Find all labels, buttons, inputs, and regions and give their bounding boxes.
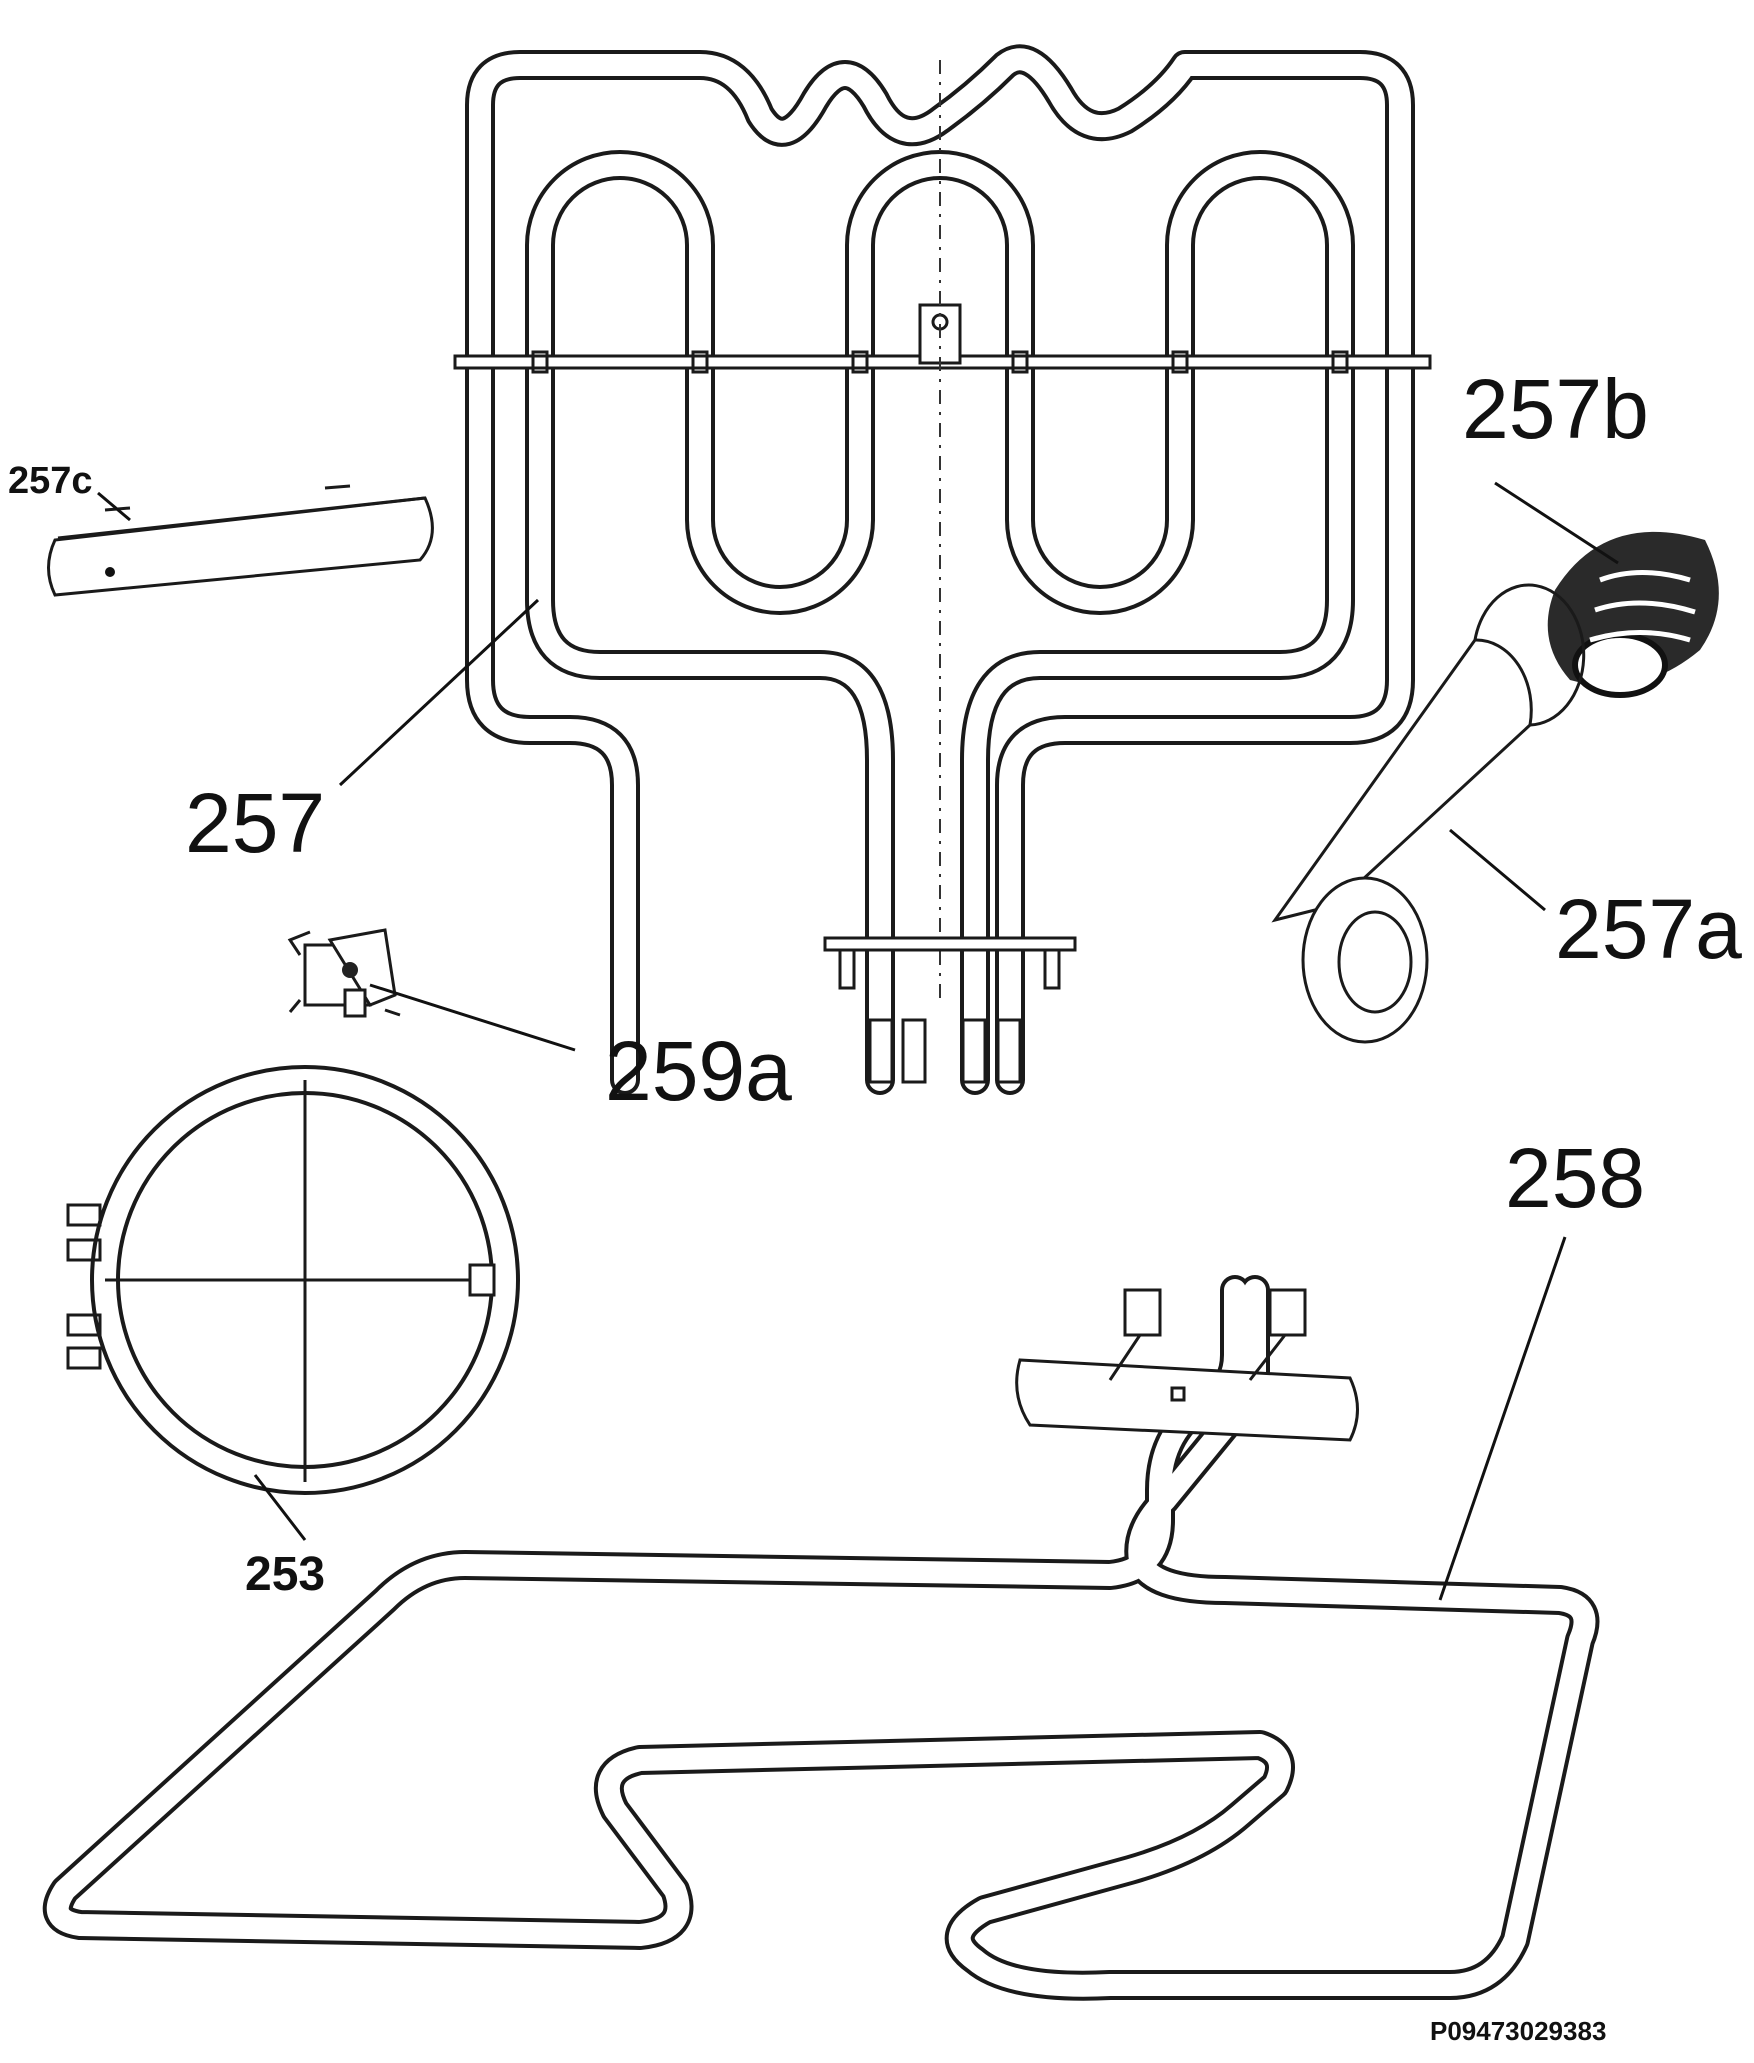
callout-257: 257 [185,776,325,870]
lower-heating-element-258 [42,1275,1600,2001]
callout-258: 258 [1505,1131,1645,1225]
cover-strip-257c [47,484,434,597]
insulating-sleeve-257a [1271,583,1586,1044]
ceramic-bead-257b [1547,531,1719,698]
drawing-code: P09473029383 [1430,2016,1606,2046]
grill-heating-element-257 [453,44,1432,1095]
callout-259a: 259a [605,1024,792,1118]
callout-253: 253 [245,1548,325,1601]
circular-heating-element-253 [66,1065,520,1495]
callout-257a: 257a [1555,882,1742,976]
callout-257c: 257c [8,460,93,502]
safety-thermostat-259a [287,928,401,1018]
callout-257b: 257b [1462,362,1649,456]
leader-lines [97,481,1619,1601]
